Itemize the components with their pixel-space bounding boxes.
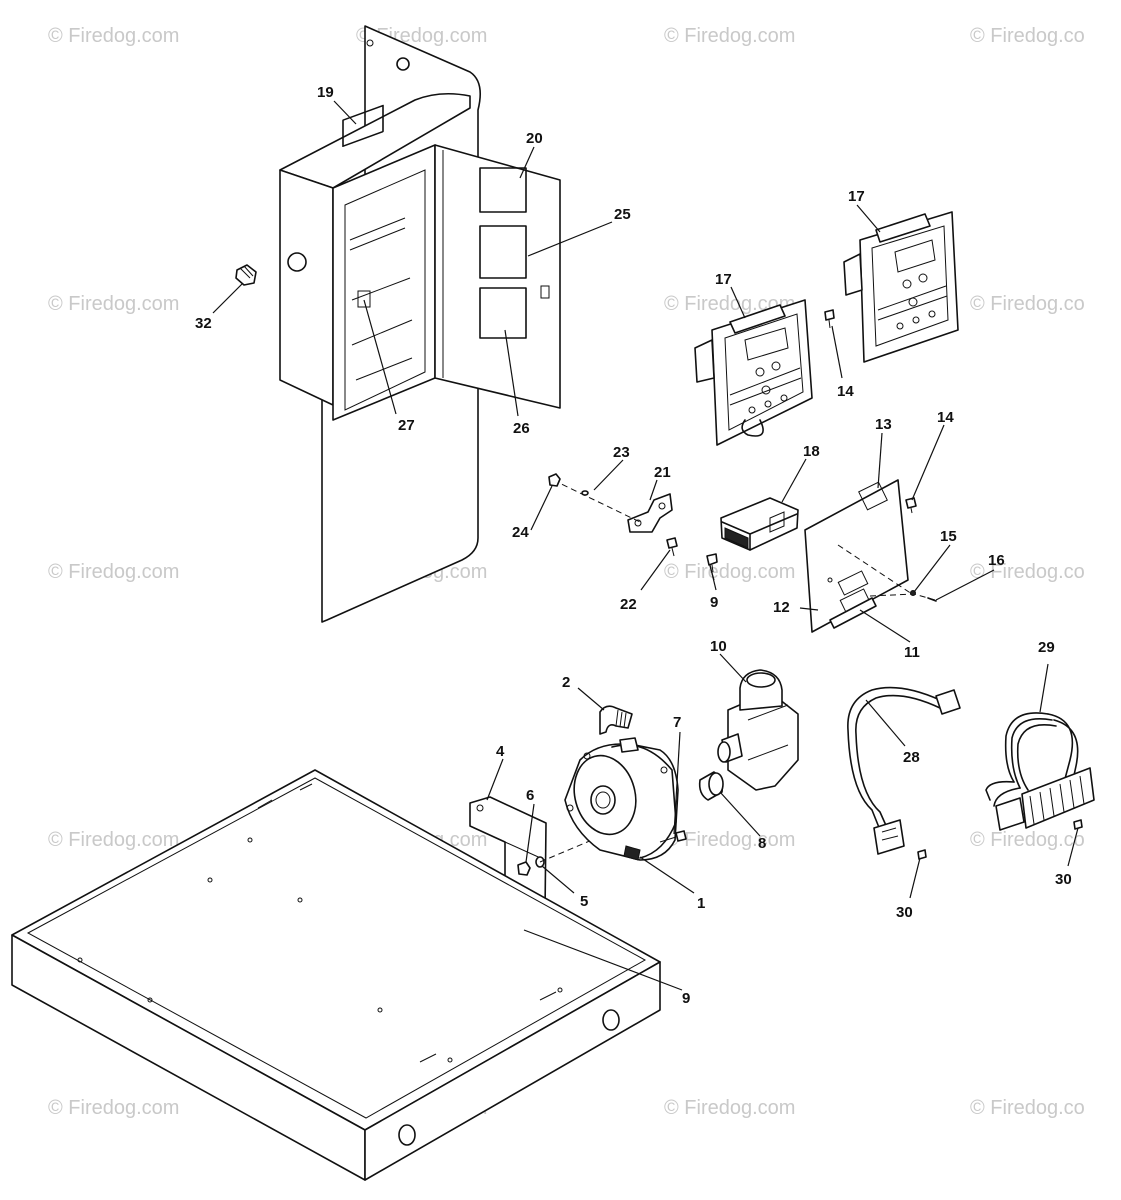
label-25	[479, 225, 527, 279]
callout-17-left: 17	[715, 271, 732, 288]
watermark: © Firedog.com	[48, 829, 179, 851]
box-inner-details	[349, 217, 413, 381]
callout-27: 27	[398, 417, 415, 434]
part-23-washer	[581, 490, 589, 496]
callout-10: 10	[710, 638, 727, 655]
label-26	[479, 287, 527, 339]
part-22-screw	[666, 537, 678, 557]
callout-16: 16	[988, 552, 1005, 569]
label-27	[357, 290, 371, 308]
bracket-21	[627, 493, 673, 533]
mount-hole	[366, 39, 374, 47]
watermark: © Firedog.com	[48, 25, 179, 47]
watermark: © Firedog.com	[664, 25, 795, 47]
callout-9-upper: 9	[710, 594, 718, 611]
watermark: © Firedog.com	[664, 293, 795, 315]
callout-11: 11	[904, 644, 920, 661]
watermark: © Firedog.com	[664, 1097, 795, 1119]
callout-9-lower: 9	[682, 990, 690, 1007]
control-module-left	[694, 299, 813, 446]
callout-12: 12	[773, 599, 790, 616]
callout-8: 8	[758, 835, 766, 852]
callout-6: 6	[526, 787, 534, 804]
watermark: © Firedog.com	[664, 829, 795, 851]
callout-2: 2	[562, 674, 570, 691]
callout-32: 32	[195, 315, 212, 332]
callout-5: 5	[580, 893, 588, 910]
screw-14-upper	[824, 309, 835, 329]
circuit-board-12	[804, 479, 909, 633]
door-latch	[540, 285, 550, 299]
watermark: © Firedog.co	[970, 1097, 1085, 1119]
control-box-assembly	[279, 25, 561, 623]
sleeve-8	[698, 771, 724, 801]
part-9-screw-upper	[706, 553, 718, 573]
callout-30-left: 30	[896, 904, 913, 921]
callout-30-right: 30	[1055, 871, 1072, 888]
callout-25: 25	[614, 206, 631, 223]
callout-4: 4	[496, 743, 505, 760]
box-front	[332, 144, 436, 421]
screw-7	[659, 830, 687, 843]
nut-6	[517, 861, 531, 876]
callout-14-upper: 14	[837, 383, 854, 400]
conduit-hole	[287, 252, 307, 272]
gas-valve-10	[717, 669, 799, 791]
screw-30-left	[917, 849, 927, 860]
callout-22: 22	[620, 596, 637, 613]
box-side	[279, 169, 334, 406]
watermark: © Firedog.co	[970, 25, 1085, 47]
box-top	[279, 92, 471, 189]
watermark: © Firedog.com	[48, 293, 179, 315]
screw-30-right	[1073, 819, 1083, 830]
watermark: © Firedog.com	[664, 561, 795, 583]
label-19	[342, 104, 384, 148]
screw-14-lower	[905, 497, 917, 514]
watermark: © Firedog.co	[970, 561, 1085, 583]
callout-26: 26	[513, 420, 530, 437]
control-module-right	[843, 211, 959, 363]
dashed-line-bracket	[552, 479, 641, 523]
watermark: © Firedog.com	[48, 561, 179, 583]
callout-23: 23	[613, 444, 630, 461]
wire-harness-28	[847, 686, 961, 855]
control-box-door	[434, 144, 561, 409]
inducer-blower-1	[564, 737, 679, 861]
part-24-nut	[548, 473, 561, 487]
callout-19: 19	[317, 84, 334, 101]
callout-labels: 19 20 25 27 26 32 17 17 14 14 13 18 23 2…	[195, 84, 1072, 1007]
callout-21: 21	[654, 464, 671, 481]
callout-18: 18	[803, 443, 820, 460]
box-inner-frame	[344, 169, 426, 411]
callout-29: 29	[1038, 639, 1055, 656]
callout-1: 1	[697, 895, 705, 912]
callout-14-lower: 14	[937, 409, 954, 426]
label-20	[479, 167, 527, 213]
callout-15: 15	[940, 528, 957, 545]
mount-hole	[396, 57, 410, 71]
wire-harness-29	[985, 712, 1095, 831]
callout-17-right: 17	[848, 188, 865, 205]
callout-20: 20	[526, 130, 543, 147]
callout-13: 13	[875, 416, 892, 433]
base-pan	[11, 769, 661, 1181]
leader-lines	[212, 100, 1079, 991]
callout-24: 24	[512, 524, 529, 541]
elbow-fitting-2	[599, 705, 633, 735]
watermark: © Firedog.co	[970, 829, 1085, 851]
callout-28: 28	[903, 749, 920, 766]
relay-18	[720, 497, 799, 551]
watermark: © Firedog.com	[48, 1097, 179, 1119]
part-32-clip	[235, 264, 257, 286]
watermark: © Firedog.co	[970, 293, 1085, 315]
callout-7: 7	[673, 714, 681, 731]
